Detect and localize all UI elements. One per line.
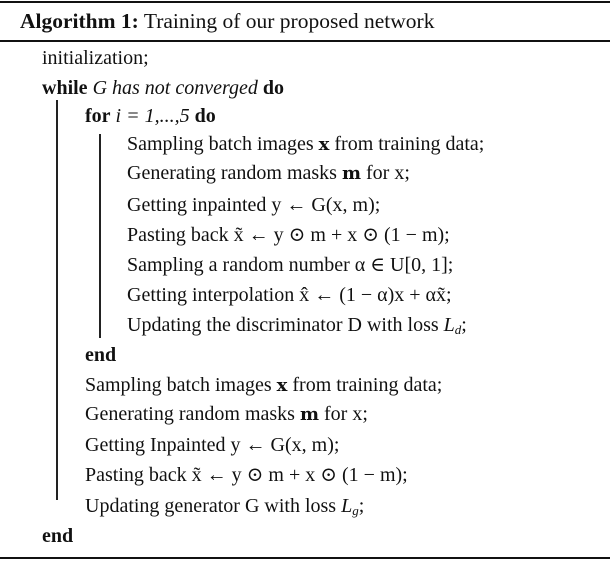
while-do-keyword: do [262,77,285,99]
loss-symbol: L [341,495,353,517]
math-x: x [318,134,330,155]
line-initialization: initialization; [42,46,149,70]
top-rule [0,1,610,3]
math-expression: x̃ ← y ⊙ m + x ⊙ (1 − m); [191,464,408,486]
for-range: i = 1,...,5 [115,105,190,127]
step-text: Pasting back [85,464,187,486]
for-keyword: for [85,105,111,127]
inner-line-paste: Pasting back x̃ ← y ⊙ m + x ⊙ (1 − m); [127,223,450,247]
while-block-line [56,100,58,500]
init-text: initialization; [42,47,149,69]
step-rest: from training data; [334,133,485,155]
while-condition: G has not converged [92,77,258,99]
inner-line-interp: Getting interpolation x̂ ← (1 − α)x + αx… [127,283,452,307]
step-text: Sampling a random number [127,254,350,276]
inner-line-alpha: Sampling a random number α ∈ U[0, 1]; [127,253,453,277]
inner-line-update-d: Updating the discriminator D with loss L… [127,313,467,342]
loss-subscript: d [454,322,462,337]
for-block-line [99,134,101,338]
step-text: Getting Inpainted [85,434,226,456]
step-text: Getting inpainted [127,194,267,216]
algorithm-header: Algorithm 1: Training of our proposed ne… [20,6,434,36]
line-while: while G has not converged do [42,76,284,100]
math-x: x [276,375,288,396]
line-end-for: end [85,343,116,367]
loss-subscript: g [352,503,359,518]
outer-line-masks: Generating random masks m for x; [85,402,368,427]
step-rest: for x; [324,403,368,425]
step-text: Generating random masks [127,162,337,184]
math-expression: y ← G(x, m); [230,434,340,456]
math-expression: x̃ ← y ⊙ m + x ⊙ (1 − m); [233,224,450,246]
step-text: Pasting back [127,224,229,246]
step-text: Updating generator G with loss [85,495,337,517]
algorithm-title: Training of our proposed network [143,9,435,33]
math-expression: y ← G(x, m); [271,194,381,216]
loss-symbol: L [443,314,455,336]
bottom-rule [0,557,610,559]
step-text: Sampling batch images [127,133,314,155]
line-end-while: end [42,524,73,548]
math-m: m [299,404,319,425]
header-rule [0,40,610,42]
step-rest: ; [461,314,467,336]
end-while-keyword: end [42,525,74,547]
step-rest: for x; [366,162,410,184]
step-text: Getting interpolation [127,284,295,306]
outer-line-inpaint: Getting Inpainted y ← G(x, m); [85,433,339,457]
outer-line-update-g: Updating generator G with loss Lg; [85,494,364,523]
math-expression: x̂ ← (1 − α)x + αx̃; [299,284,452,306]
step-text: Generating random masks [85,403,295,425]
inner-line-inpaint: Getting inpainted y ← G(x, m); [127,193,380,217]
step-rest: ; [358,495,365,517]
algorithm-label: Algorithm 1: [20,9,139,33]
end-for-keyword: end [85,344,117,366]
for-do-keyword: do [194,105,216,127]
math-m: m [341,163,361,184]
step-text: Sampling batch images [85,374,272,396]
outer-line-sample: Sampling batch images x from training da… [85,373,442,398]
inner-line-masks: Generating random masks m for x; [127,161,410,186]
while-keyword: while [42,77,88,99]
step-text: Updating the discriminator D with loss [127,314,439,336]
inner-line-sample: Sampling batch images x from training da… [127,132,484,157]
math-expression: α ∈ U[0, 1]; [354,254,454,276]
step-rest: from training data; [292,374,443,396]
outer-line-paste: Pasting back x̃ ← y ⊙ m + x ⊙ (1 − m); [85,463,408,487]
line-for: for i = 1,...,5 do [85,104,216,128]
